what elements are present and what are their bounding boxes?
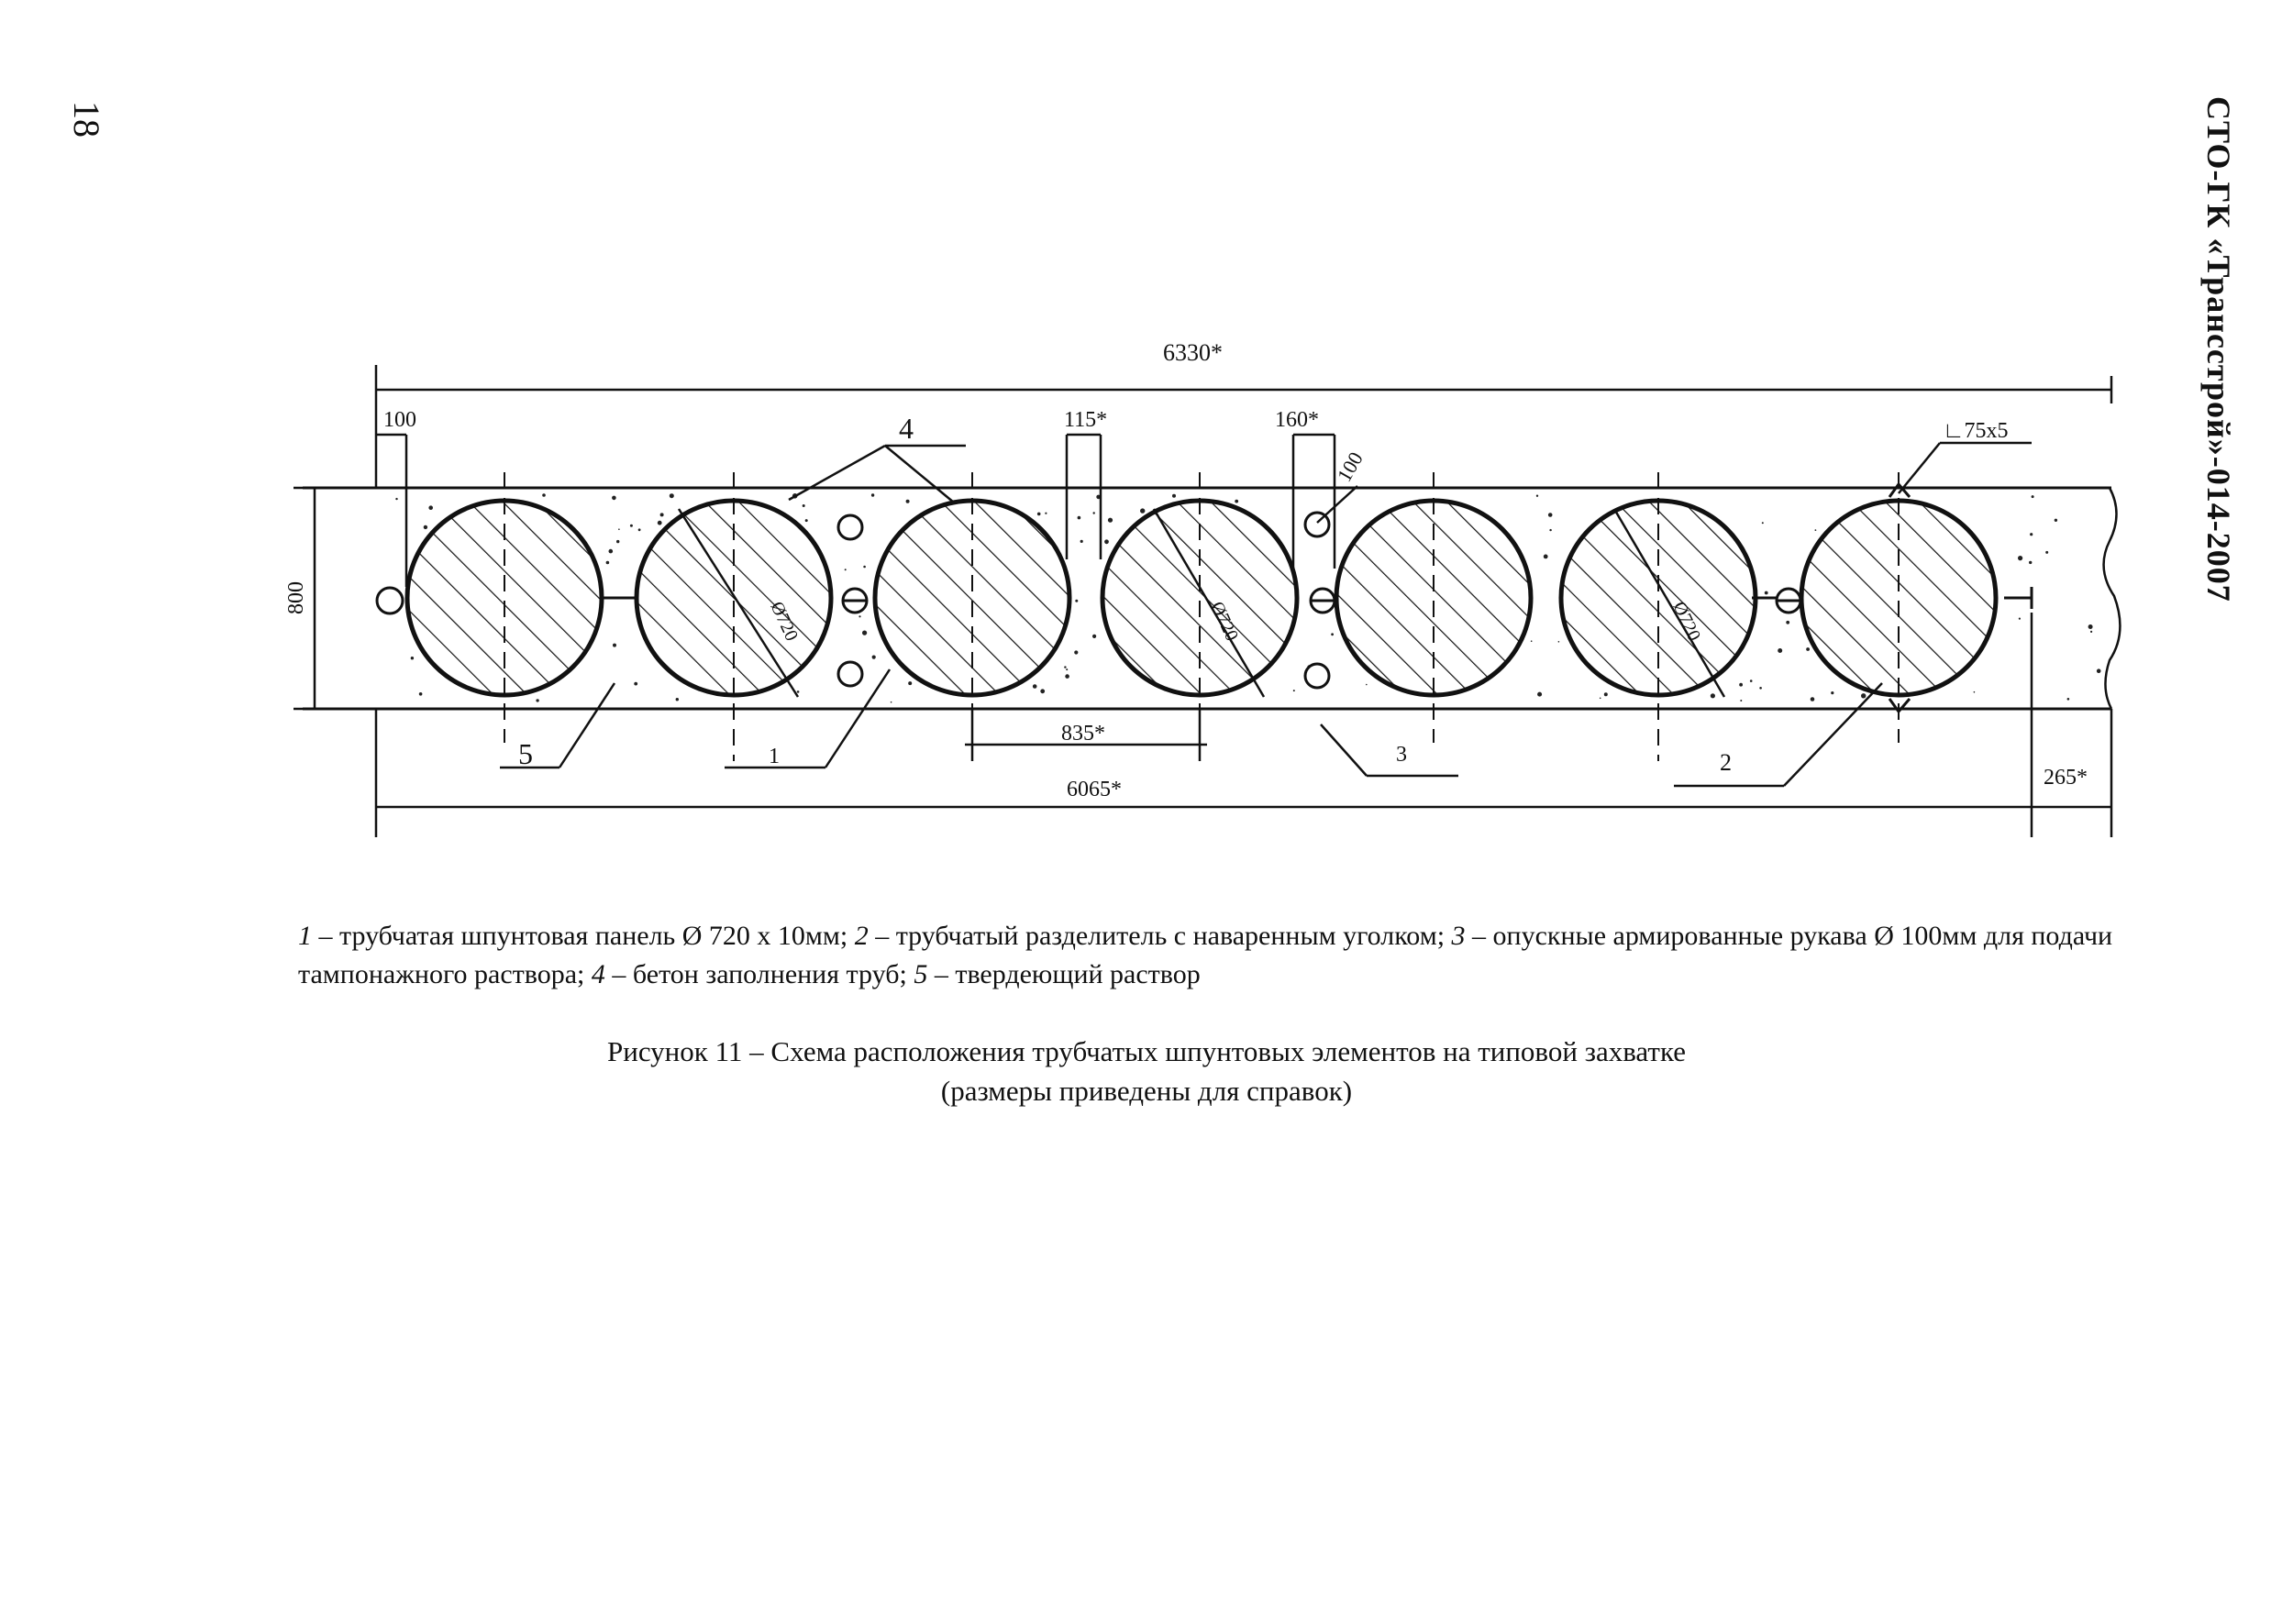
figure-caption-note: (размеры приведены для справок) (940, 1075, 1353, 1107)
callout-3: 3 (1396, 743, 1407, 767)
diameter-lines (677, 508, 1726, 698)
mortar-speckles (395, 493, 2101, 703)
legend-num-4: 4 (591, 959, 605, 989)
legend-text-3: – опускные армированные рукава Ø 100мм д… (298, 921, 2113, 989)
legend-text-4: – бетон заполнения труб; (604, 959, 914, 989)
figure-caption: Рисунок 11 – Схема расположения трубчаты… (607, 1035, 1686, 1067)
dimension-left-offset (376, 433, 408, 587)
callout-2: 2 (1720, 749, 1732, 776)
legend-text-2: – трубчатый разделитель с наваренным уго… (868, 921, 1452, 951)
dim-right-offset: 265* (2044, 766, 2088, 790)
dim-height: 800 (284, 581, 308, 614)
divider-joints (841, 587, 1802, 614)
dimension-height (294, 486, 385, 711)
dim-gap-a: 115* (1064, 408, 1107, 432)
legend-num-5: 5 (914, 959, 928, 989)
concrete-band (303, 486, 2121, 837)
dim-total-bottom: 6065* (1067, 778, 1122, 801)
dim-left-offset: 100 (383, 408, 416, 432)
dim-sleeve: 100 (1333, 447, 1368, 485)
dim-pitch: 835* (1061, 722, 1105, 746)
dim-angle: ∟75x5 (1943, 419, 2009, 443)
legend-num-1: 1 (298, 921, 312, 951)
dimension-gap-a (1065, 433, 1102, 559)
callout-leaders (500, 444, 1883, 788)
legend-num-3: 3 (1451, 921, 1466, 951)
legend-num-2: 2 (854, 921, 869, 951)
callout-angle (1898, 441, 2032, 494)
dimension-gap-b (1291, 433, 1336, 569)
figure-legend: 1 – трубчатая шпунтовая панель Ø 720 х 1… (298, 917, 2206, 994)
dim-gap-b: 160* (1275, 408, 1319, 432)
dimension-pitch (965, 709, 1207, 761)
legend-text-5: – твердеющий раствор (927, 959, 1201, 989)
dimension-total-bottom (376, 613, 2113, 837)
callout-4: 4 (899, 412, 914, 445)
callout-5: 5 (518, 737, 533, 770)
dim-total-top: 6330* (1163, 339, 1223, 366)
centerlines (504, 472, 1900, 761)
dimension-total-top (374, 365, 2113, 488)
legend-text-1: – трубчатая шпунтовая панель Ø 720 х 10м… (312, 921, 855, 951)
pipe-row (404, 498, 1999, 698)
callout-1: 1 (769, 745, 780, 768)
